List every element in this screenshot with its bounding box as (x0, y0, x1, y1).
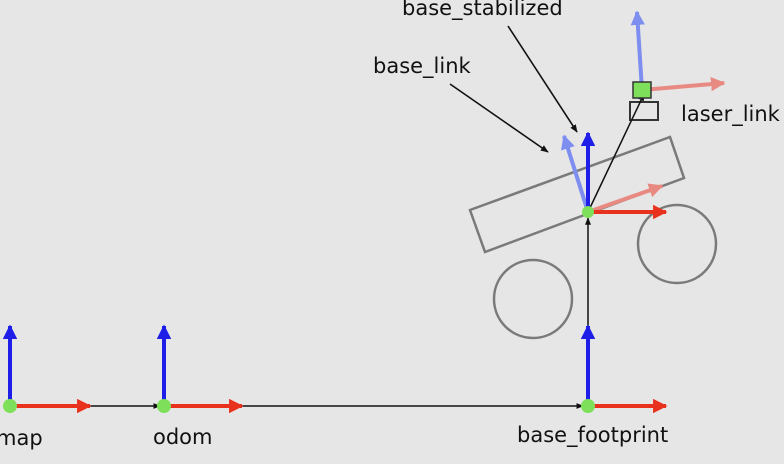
label-base-stabilized: base_stabilized (402, 0, 563, 21)
laser-link-z-axis (630, 10, 646, 91)
base-stabilized-origin (582, 206, 594, 218)
frame-map: map (0, 324, 92, 450)
laser-link-x-axis (641, 76, 726, 92)
frame-base-stabilized (580, 131, 668, 220)
callout-base-stabilized: base_stabilized (402, 0, 578, 133)
robot-chassis (468, 135, 686, 254)
robot (468, 101, 718, 340)
base-link-pointer (449, 83, 549, 153)
base-link-z-axis (561, 134, 590, 213)
map-origin (3, 399, 17, 413)
label-odom: odom (153, 425, 212, 449)
label-base-link: base_link (373, 54, 472, 79)
base-footprint-origin (581, 399, 595, 413)
base-stabilized-pointer (507, 25, 578, 133)
label-base-footprint: base_footprint (517, 423, 668, 448)
callout-base-link: base_link (373, 54, 549, 153)
frame-odom: odom (153, 324, 244, 449)
odom-origin (157, 399, 171, 413)
laser-link-origin (632, 81, 652, 99)
robot-rear-wheel (492, 258, 574, 340)
base-link-x-axis (587, 183, 664, 214)
frame-connectors (12, 93, 645, 409)
label-map: map (0, 426, 43, 450)
label-laser-link: laser_link (681, 102, 781, 127)
robot-front-wheel (636, 203, 718, 285)
frame-base-link (561, 134, 664, 214)
connector-base-link-laser-link (587, 93, 645, 213)
frame-laser-link: laser_link (630, 10, 781, 127)
laser-sensor-housing (629, 101, 659, 121)
frame-base-footprint: base_footprint (517, 324, 668, 448)
